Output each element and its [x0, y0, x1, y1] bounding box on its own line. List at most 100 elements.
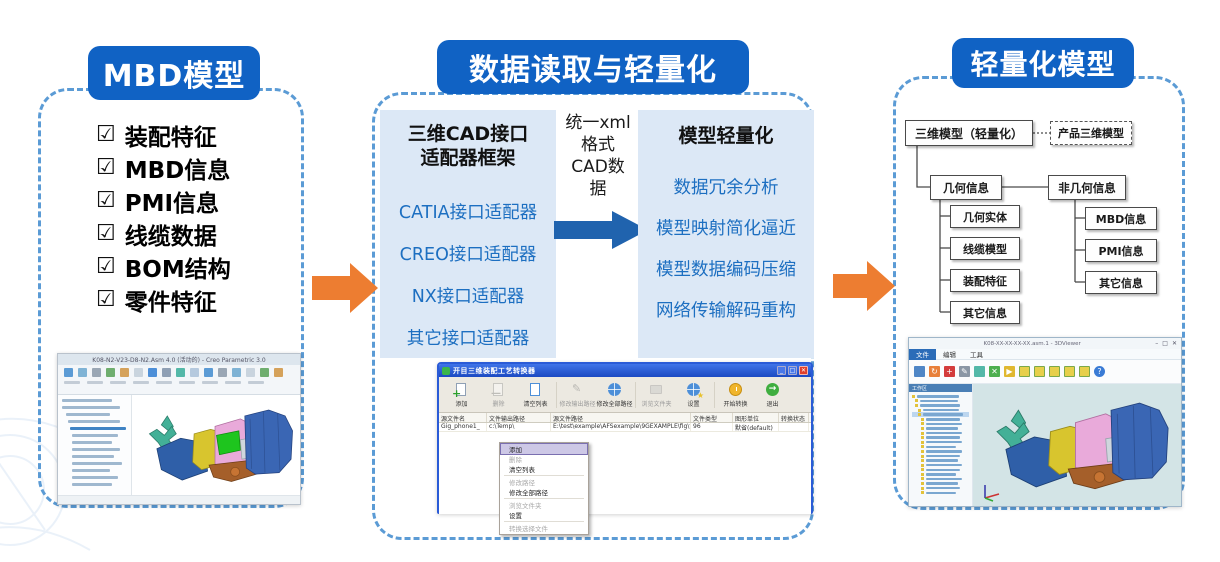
tree-geometry-node: 几何信息 — [930, 175, 1002, 200]
minimize-button[interactable]: – — [1155, 340, 1159, 347]
middle-panel-title: 数据读取与轻量化 — [437, 40, 749, 94]
close-button[interactable]: ✕ — [799, 366, 808, 375]
creo-ribbon — [58, 365, 300, 395]
maximize-button[interactable]: □ — [1162, 340, 1168, 347]
check-item-label: BOM结构 — [124, 256, 231, 283]
tree-root-node: 三维模型（轻量化） — [905, 120, 1033, 146]
exit-button[interactable]: →退出 — [754, 382, 791, 408]
cube-view-icon[interactable] — [1034, 366, 1045, 377]
result-panel-title-label: 轻量化模型 — [970, 48, 1116, 81]
col-status[interactable]: 转换状态 — [779, 413, 809, 422]
menu-settings[interactable]: 设置 — [509, 512, 522, 520]
minimize-button[interactable]: _ — [777, 366, 786, 375]
toolbar-separator — [714, 381, 715, 408]
converter-title-bar: 开目三维装配工艺转换器 _ □ ✕ — [439, 364, 811, 377]
menu-clear-list[interactable]: 清空列表 — [509, 466, 535, 474]
viewer-window: K08-XX-XX-XX-XX.asm.1 - 3DViewer – □ ✕ 文… — [908, 337, 1182, 507]
viewer-structure-tree[interactable]: 工作区 — [909, 384, 973, 506]
tree-product-node: 产品三维模型 — [1050, 121, 1132, 145]
lw-item-redundancy: 数据冗余分析 — [673, 178, 779, 198]
add-icon: + — [452, 382, 469, 400]
tree-node-cable: 线缆模型 — [950, 237, 1020, 260]
adapter-item-nx: NX接口适配器 — [411, 287, 525, 307]
play-icon[interactable]: ▶ — [1004, 366, 1015, 377]
col-source-path[interactable]: 源文件路径 — [551, 413, 691, 422]
converter-toolbar: +添加 —删除 清空列表 ✎修改输出路径 修改全部路径 浏览文件夹 ★设置 开始… — [439, 377, 811, 413]
menu-delete[interactable]: 删除 — [509, 456, 522, 464]
cube-view-icon[interactable] — [1064, 366, 1075, 377]
tree-panel-header: 工作区 — [909, 384, 972, 392]
check-item-label: MBD信息 — [124, 157, 231, 184]
maximize-button[interactable]: □ — [788, 366, 797, 375]
tree-connector-lines — [916, 132, 1085, 313]
delete-button[interactable]: —删除 — [480, 382, 517, 408]
menu-convert-selected[interactable]: 转换选择文件 — [509, 525, 548, 533]
tab-file[interactable]: 文件 — [909, 348, 936, 360]
creo-viewport[interactable] — [132, 395, 300, 495]
creo-model-tree[interactable] — [58, 395, 132, 495]
add-button[interactable]: +添加 — [443, 382, 480, 408]
check-item-part: ☑ 零件特征 — [96, 283, 231, 316]
adapter-item-creo: CREO接口适配器 — [399, 245, 537, 265]
model-structure-tree: 三维模型（轻量化） 产品三维模型 几何信息 非几何信息 几何实体 线缆模型 装配… — [893, 110, 1185, 340]
lw-item-encoding: 模型数据编码压缩 — [656, 260, 796, 280]
check-item-cable: ☑线缆数据 — [96, 217, 231, 250]
xml-format-label: 统一xml 格式 CAD数 据 — [552, 112, 644, 200]
close-button[interactable]: ✕ — [1171, 340, 1177, 347]
tab-tools[interactable]: 工具 — [970, 351, 983, 359]
add-icon[interactable]: + — [944, 366, 955, 377]
help-icon[interactable]: ? — [1094, 366, 1105, 377]
check-item-mbd: ☑MBD信息 — [96, 151, 231, 184]
menu-separator — [504, 475, 584, 476]
viewer-viewport[interactable] — [973, 384, 1181, 506]
creo-ribbon-labels — [64, 381, 294, 384]
col-output-path[interactable]: 文件输出路径 — [487, 413, 551, 422]
mbd-panel-title: MBD模型 — [88, 46, 260, 100]
select-icon[interactable] — [974, 366, 985, 377]
cube-view-icon[interactable] — [1019, 366, 1030, 377]
viewer-toolbar[interactable]: ↻ + ✎ ✕ ▶ ? — [909, 360, 1181, 384]
file-list-area: 添加 删除 清空列表 修改路径 修改全部路径 浏览文件夹 设置 转换选择文件 — [439, 432, 811, 535]
edit-all-paths-button[interactable]: 修改全部路径 — [596, 382, 633, 408]
creo-ribbon-icons[interactable] — [64, 368, 294, 377]
checkbox-checked-icon: ☑ — [96, 188, 116, 213]
clear-list-button[interactable]: 清空列表 — [517, 382, 554, 408]
edit-icon[interactable]: ✎ — [959, 366, 970, 377]
tree-node-pmi: PMI信息 — [1085, 239, 1157, 262]
toolbar-separator — [635, 381, 636, 408]
menu-edit-all-paths[interactable]: 修改全部路径 — [509, 489, 548, 497]
context-menu: 添加 删除 清空列表 修改路径 修改全部路径 浏览文件夹 设置 转换选择文件 — [499, 442, 589, 535]
menu-add[interactable]: 添加 — [500, 443, 588, 455]
cube-view-icon[interactable] — [1049, 366, 1060, 377]
settings-icon: ★ — [686, 382, 704, 400]
clock-icon — [728, 382, 743, 397]
fit-icon[interactable]: ✕ — [989, 366, 1000, 377]
edit-output-path-button[interactable]: ✎修改输出路径 — [559, 381, 596, 408]
adapter-item-other: 其它接口适配器 — [406, 329, 530, 349]
col-unit[interactable]: 图形单位 — [733, 413, 779, 422]
file-table-header: 源文件名 文件输出路径 源文件路径 文件类型 图形单位 转换状态 — [439, 413, 811, 423]
menu-browse-folder[interactable]: 浏览文件夹 — [509, 502, 542, 510]
engine-3d-model — [148, 409, 293, 482]
xml-line: 格式 — [581, 135, 615, 155]
toolbar-separator — [556, 381, 557, 408]
folder-icon — [649, 382, 664, 397]
browse-folder-button[interactable]: 浏览文件夹 — [638, 382, 675, 408]
open-icon[interactable] — [914, 366, 925, 377]
col-source-name[interactable]: 源文件名 — [439, 413, 487, 422]
file-table-row[interactable]: Gig_phone1_ c:\Temp\ E:\test\example\AFS… — [439, 423, 811, 432]
refresh-icon[interactable]: ↻ — [929, 366, 940, 377]
lightweight-box: 模型轻量化 数据冗余分析 模型映射简化逼近 模型数据编码压缩 网络传输解码重构 — [638, 110, 814, 358]
check-item-label: 装配特征 — [124, 124, 217, 151]
tab-edit[interactable]: 编辑 — [943, 351, 956, 359]
converter-window: 开目三维装配工艺转换器 _ □ ✕ +添加 —删除 清空列表 ✎修改输出路径 修… — [437, 362, 813, 535]
checkbox-checked-icon: ☑ — [96, 287, 116, 312]
menu-edit-path[interactable]: 修改路径 — [509, 479, 535, 487]
col-file-type[interactable]: 文件类型 — [691, 413, 733, 422]
cube-view-icon[interactable] — [1079, 366, 1090, 377]
check-item-label: 零件特征 — [124, 289, 217, 316]
settings-button[interactable]: ★设置 — [675, 382, 712, 408]
start-convert-button[interactable]: 开始转换 — [717, 382, 754, 408]
creo-title: K08-N2-V23-D8-N2.Asm 4.0 (活动的) - Creo Pa… — [92, 357, 266, 364]
